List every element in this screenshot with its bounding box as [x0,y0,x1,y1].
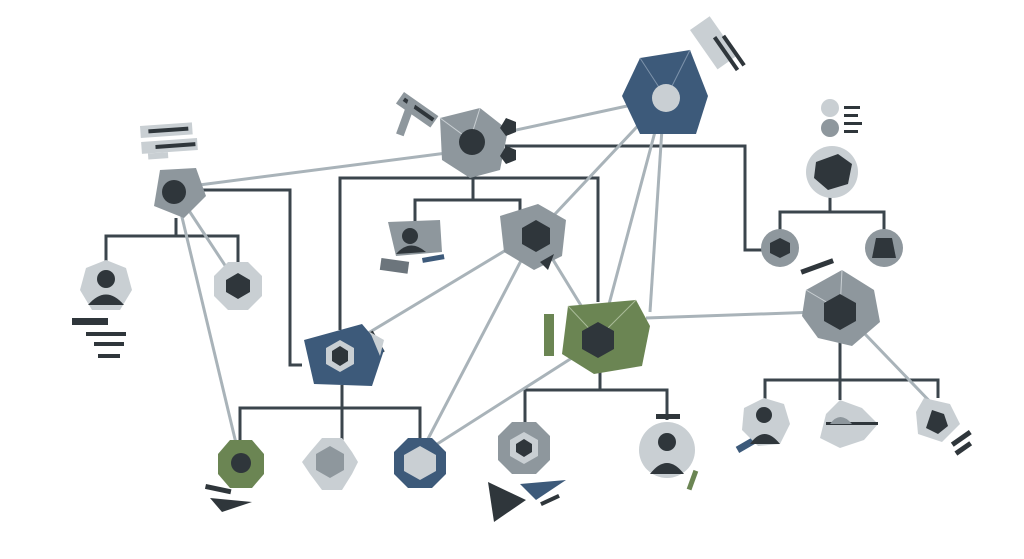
hexagon-icon [332,346,348,366]
edge-right-top-tree [778,195,886,230]
hub-node-top-center[interactable] [439,107,516,178]
hexagon-icon [814,154,852,190]
crystal-node[interactable] [820,400,878,448]
link-12 [645,310,819,320]
tag-bar [686,469,699,491]
nodes [80,49,960,490]
hexagon-icon [162,180,186,204]
hexagon-icon [582,322,614,358]
hexagon-icon [231,453,251,473]
crystal-node[interactable] [916,398,960,442]
link-5 [339,230,537,352]
legend-icon [821,99,862,137]
text-lines-icon [379,254,445,274]
edge-left-tree [104,218,240,262]
octagon-node[interactable] [218,440,264,488]
user-icon [396,228,426,254]
text-lines-icon [690,16,746,72]
tag-bar [656,414,680,419]
octagon-node[interactable] [865,229,903,267]
link-6 [416,231,538,459]
tag-bar [540,493,560,507]
octagon-node[interactable] [761,229,799,267]
user-icon [88,270,124,305]
tag-bar [396,99,416,137]
triangle-icon [488,482,526,522]
tag-bar [954,441,973,456]
edge-right-bottom-tree [763,340,940,400]
label-bars [72,16,973,522]
hub-node-green[interactable] [562,299,650,374]
hexagon-icon [316,446,344,478]
user-avatar-node[interactable] [639,422,695,478]
hub-node-right[interactable] [802,269,880,346]
tag-bar [800,258,835,275]
octagon-node[interactable] [394,438,446,488]
crystal-node[interactable] [500,204,566,270]
link-1 [175,148,471,190]
user-avatar-node[interactable] [742,398,790,446]
hexagon-icon [652,84,680,112]
hexagon-icon [459,129,485,155]
edge-top-right-connector [505,144,765,252]
hexagon-icon [770,238,790,258]
hexagon-icon [522,220,550,252]
edge-left-to-navy [196,188,302,367]
user-icon [650,433,684,474]
tag-bar [544,314,554,356]
user-avatar-node[interactable] [388,220,442,256]
link-2 [174,191,242,461]
edge-top-bus [338,176,600,330]
hexagon-icon [226,273,250,299]
edge-green-bottom-tree [523,372,669,422]
crystal-node[interactable] [302,438,358,490]
hexagon-icon [926,410,948,434]
octagon-node[interactable] [498,422,550,474]
hexagon-icon [872,238,896,258]
text-lines-icon [204,484,252,512]
edge-navy-bottom-tree [238,385,422,440]
user-icon [750,407,780,444]
text-lines-icon [72,318,126,358]
user-avatar-node[interactable] [80,260,132,310]
hexagon-icon [824,294,856,330]
link-11 [419,338,601,457]
hub-node-navy[interactable] [304,324,384,386]
triangle-icon [520,480,566,500]
link-9 [598,97,666,339]
tag-bar [735,437,755,453]
hub-node-top-right[interactable] [622,49,708,134]
hexagon-icon [404,446,436,480]
hub-node-left[interactable] [154,168,206,218]
tag-bar [950,430,972,447]
tree-edges [104,144,940,440]
text-lines-icon [140,122,198,160]
octagon-node[interactable] [214,262,262,310]
hub-node-right-top[interactable] [806,146,858,198]
